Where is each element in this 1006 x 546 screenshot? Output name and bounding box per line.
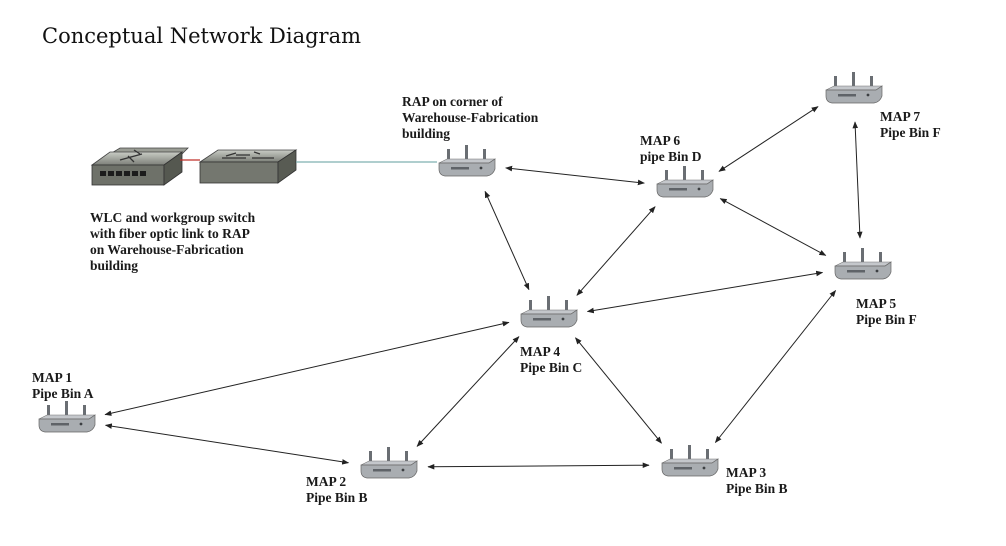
- link-map6-map7: [718, 106, 819, 172]
- map2-label-line: Pipe Bin B: [306, 490, 368, 505]
- map2-label-line: MAP 2: [306, 474, 347, 489]
- link-map5-map3: [714, 289, 837, 444]
- rap-label-line: building: [402, 126, 451, 141]
- map3-access-point-icon: [661, 445, 719, 477]
- map2-label: MAP 2 Pipe Bin B: [306, 474, 368, 506]
- map5-label-line: Pipe Bin F: [856, 312, 917, 327]
- map2-access-point-icon: [360, 447, 418, 479]
- map4-label-line: MAP 4: [520, 344, 561, 359]
- map6-label: MAP 6 pipe Bin D: [640, 133, 702, 165]
- link-map1-map2: [104, 423, 350, 465]
- map1-label-line: MAP 1: [32, 370, 73, 385]
- map4-access-point-icon: [520, 296, 578, 328]
- link-map4-map2: [416, 336, 520, 447]
- link-map7-map5: [852, 121, 863, 239]
- map7-label: MAP 7 Pipe Bin F: [880, 109, 941, 141]
- link-map6-map4: [576, 206, 656, 296]
- map4-label: MAP 4 Pipe Bin C: [520, 344, 582, 376]
- map4-label-line: Pipe Bin C: [520, 360, 583, 375]
- link-map2-map3: [427, 462, 650, 470]
- wlc-label-line: with fiber optic link to RAP: [90, 226, 250, 241]
- link-map5-map4: [586, 270, 824, 314]
- map1-label: MAP 1 Pipe Bin A: [32, 370, 94, 402]
- map5-label-line: MAP 5: [856, 296, 897, 311]
- map5-label: MAP 5 Pipe Bin F: [856, 296, 917, 328]
- map1-access-point-icon: [38, 401, 96, 433]
- map6-label-line: MAP 6: [640, 133, 681, 148]
- map5-access-point-icon: [834, 248, 892, 280]
- link-map6-map5: [719, 198, 827, 256]
- diagram-title: Conceptual Network Diagram: [42, 24, 362, 48]
- rap-label: RAP on corner of Warehouse-Fabrication b…: [402, 94, 538, 142]
- link-rap-map6: [505, 165, 645, 186]
- link-map4-map1: [104, 321, 510, 416]
- wlc-label-line: on Warehouse-Fabrication: [90, 242, 244, 257]
- rap-label-line: Warehouse-Fabrication: [402, 110, 539, 125]
- map6-label-line: pipe Bin D: [640, 149, 702, 164]
- wlc-label-line: WLC and workgroup switch: [90, 210, 256, 225]
- map7-label-line: Pipe Bin F: [880, 125, 941, 140]
- map3-label-line: MAP 3: [726, 465, 767, 480]
- workgroup-switch: [198, 149, 298, 184]
- map1-label-line: Pipe Bin A: [32, 386, 94, 401]
- wlc-label-line: building: [90, 258, 139, 273]
- link-map4-map3: [575, 337, 662, 444]
- wlc-label: WLC and workgroup switch with fiber opti…: [90, 210, 255, 274]
- rap-access-point-icon: [438, 145, 496, 177]
- map7-label-line: MAP 7: [880, 109, 921, 124]
- wlc-device: [90, 147, 189, 186]
- link-rap-map4: [484, 190, 530, 291]
- map3-label-line: Pipe Bin B: [726, 481, 788, 496]
- map3-label: MAP 3 Pipe Bin B: [726, 465, 788, 497]
- map6-access-point-icon: [656, 166, 714, 198]
- rap-label-line: RAP on corner of: [402, 94, 503, 109]
- map7-access-point-icon: [825, 72, 883, 104]
